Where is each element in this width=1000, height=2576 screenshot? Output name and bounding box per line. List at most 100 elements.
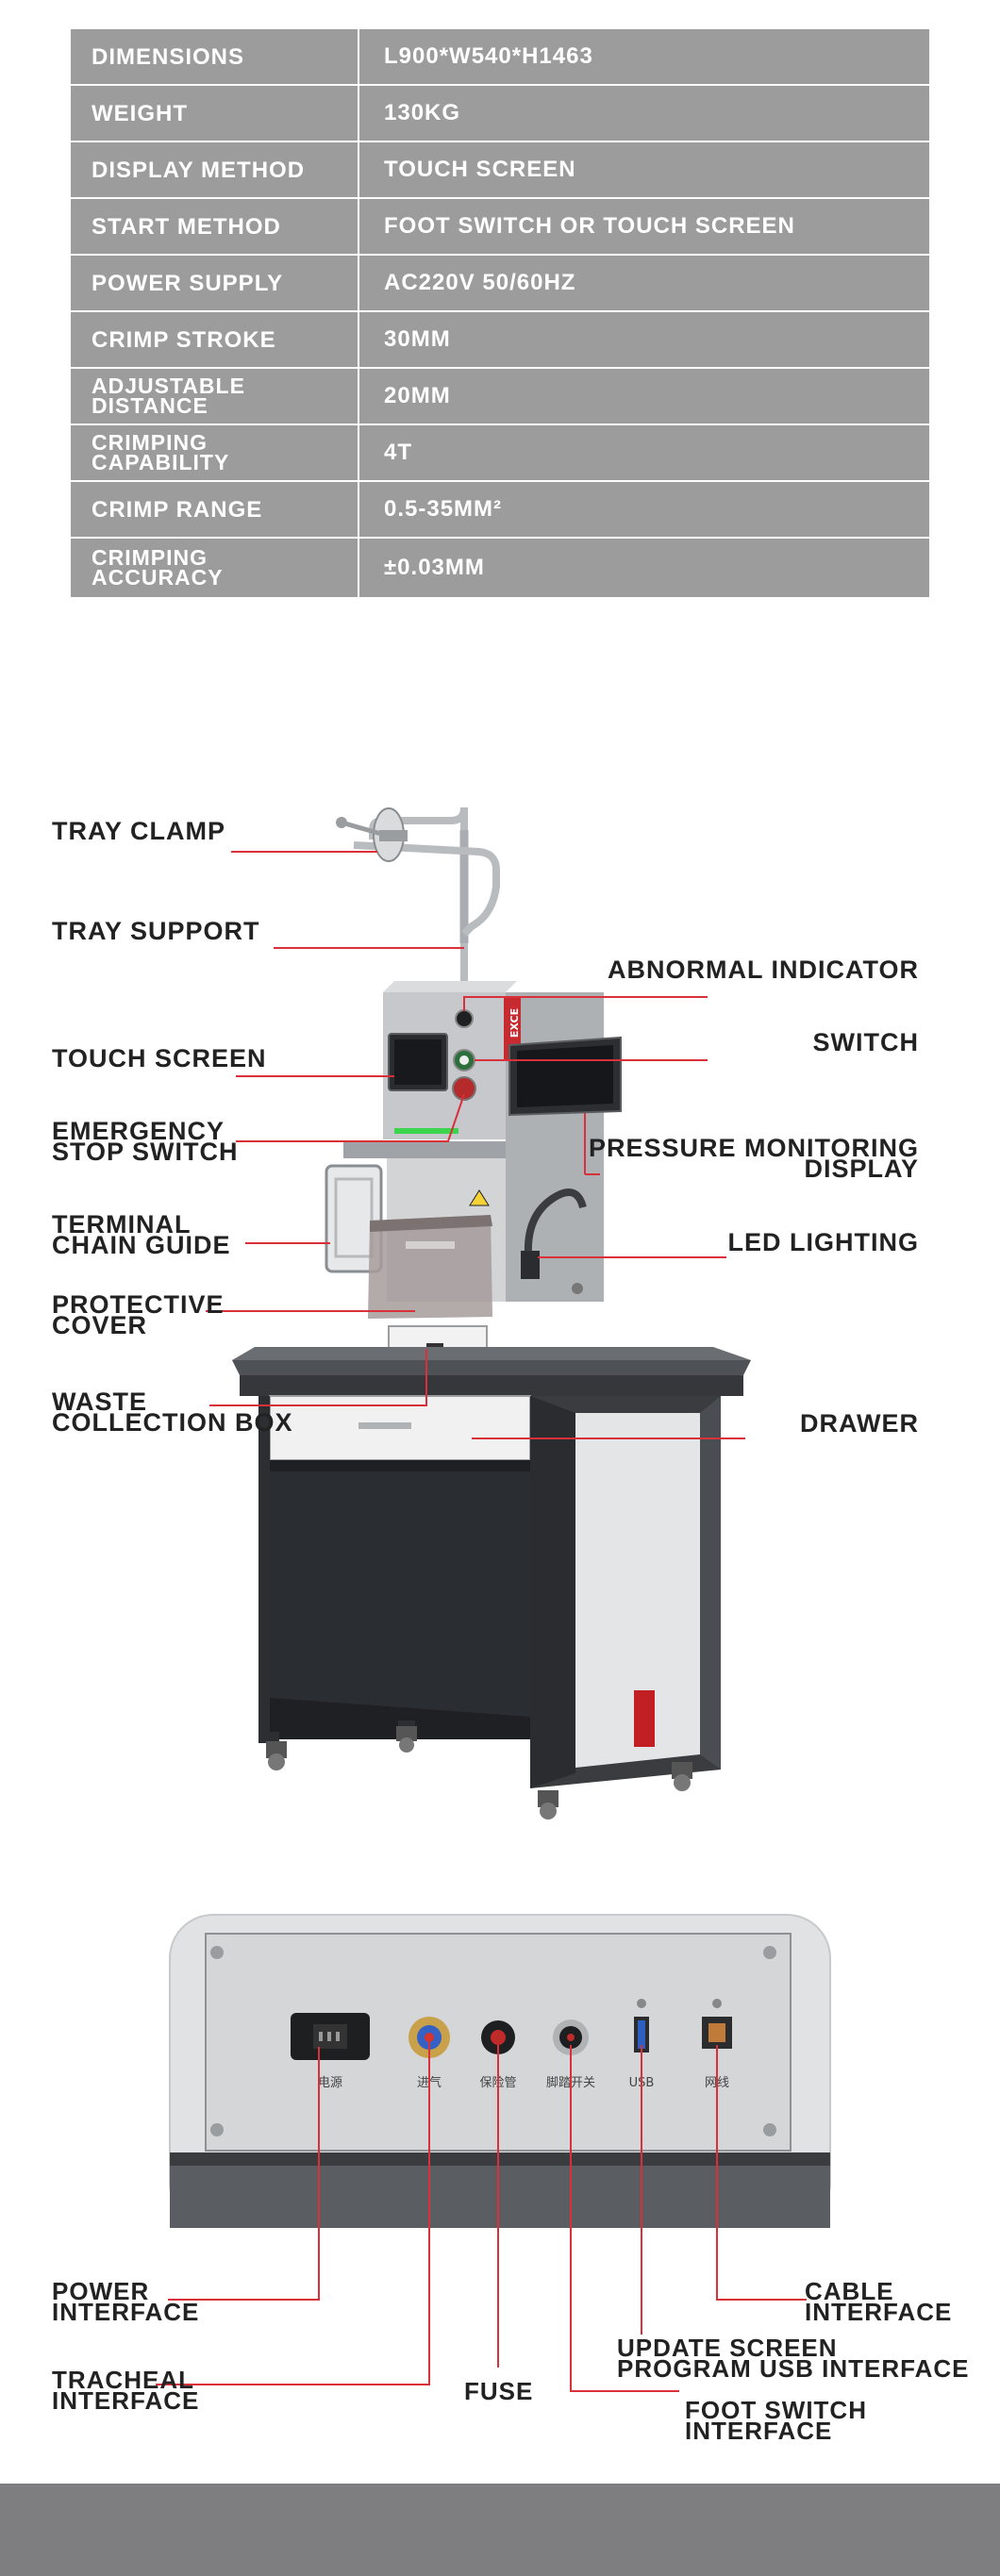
spec-row: DIMENSIONS L900*W540*H1463 <box>71 29 929 86</box>
port-label: 进气 <box>417 2075 442 2090</box>
spec-label: POWER SUPPLY <box>71 256 359 310</box>
workbench <box>232 1347 751 1820</box>
callout-tracheal-interface: TRACHEAL INTERFACE <box>52 2366 199 2413</box>
spec-value: 30MM <box>384 326 451 352</box>
machine-head <box>325 981 622 1369</box>
abnormal-indicator <box>455 1009 474 1028</box>
spec-label: START METHOD <box>71 199 359 254</box>
power-socket-icon <box>291 2013 370 2060</box>
spec-row: DISPLAY METHOD TOUCH SCREEN <box>71 142 929 199</box>
callout-tray-clamp: TRAY CLAMP <box>52 817 226 845</box>
spec-label: CRIMP STROKE <box>71 312 359 367</box>
spec-label: WEIGHT <box>71 86 359 141</box>
callout-line-text: COLLECTION BOX <box>52 1408 293 1437</box>
spec-value: AC220V 50/60HZ <box>384 270 576 295</box>
spec-row: CRIMP STROKE 30MM <box>71 312 929 369</box>
rear-panel-illustration: 电源 进气 保险管 脚踏开关 USB 网线 <box>169 1914 831 2228</box>
terminal-chain-guide <box>325 1164 383 1273</box>
spec-value: ±0.03MM <box>384 555 485 580</box>
callout-pressure-display: PRESSURE MONITORING DISPLAY <box>589 1136 919 1182</box>
spec-row: WEIGHT 130KG <box>71 86 929 142</box>
callout-emergency-stop: EMERGENCY STOP SWITCH <box>52 1119 239 1165</box>
callout-line-text: CABLE <box>805 2277 894 2305</box>
callout-line-text: EMERGENCY <box>52 1117 225 1145</box>
spec-value: FOOT SWITCH OR TOUCH SCREEN <box>384 213 795 239</box>
cabinet-red-strip <box>634 1690 655 1747</box>
footer-band <box>0 2484 1000 2576</box>
callout-line-text: TERMINAL <box>52 1210 192 1238</box>
callout-line-text: INTERFACE <box>52 2386 200 2415</box>
callout-line-text: POWER <box>52 2277 150 2305</box>
tray-clamp <box>336 807 408 862</box>
caster-wheel <box>396 1726 417 1753</box>
spec-table: DIMENSIONS L900*W540*H1463 WEIGHT 130KG … <box>71 29 929 597</box>
callout-foot-switch-interface: FOOT SWITCH INTERFACE <box>685 2398 867 2443</box>
warning-label-icon <box>469 1189 490 1206</box>
port-label: 脚踏开关 <box>546 2075 595 2090</box>
callout-line-text: INTERFACE <box>685 2417 833 2445</box>
screw-icon <box>763 1946 776 1959</box>
green-light-bar <box>394 1128 458 1134</box>
port-label: USB <box>629 2076 655 2090</box>
callout-line-text: INTERFACE <box>805 2298 953 2326</box>
callout-line-text: DISPLAY <box>804 1155 919 1183</box>
callout-drawer: DRAWER <box>800 1409 919 1438</box>
spec-row: POWER SUPPLY AC220V 50/60HZ <box>71 256 929 312</box>
screw-icon <box>210 1946 224 1959</box>
callout-terminal-chain-guide: TERMINAL CHAIN GUIDE <box>52 1212 231 1258</box>
callout-protective-cover: PROTECTIVE COVER <box>52 1292 225 1339</box>
spec-value: L900*W540*H1463 <box>384 43 593 69</box>
port-label: 电源 <box>318 2076 342 2090</box>
callout-line-text: CHAIN GUIDE <box>52 1231 231 1259</box>
callout-line-text: WASTE <box>52 1388 148 1416</box>
crimping-machine-illustration <box>232 806 751 1820</box>
foot-switch-port-icon <box>553 2019 589 2055</box>
tray-rod <box>353 841 500 937</box>
caster-wheel <box>538 1790 558 1820</box>
brand-mark: EXCE <box>508 1007 522 1039</box>
spec-label-line: ADJUSTABLE <box>92 374 245 398</box>
port-label: 网线 <box>705 2076 729 2090</box>
callout-line-text: PROGRAM USB INTERFACE <box>617 2354 970 2383</box>
spec-label: DISPLAY METHOD <box>71 142 359 197</box>
caster-wheel <box>672 1762 692 1791</box>
led-lighting-arm <box>524 1188 587 1255</box>
callout-waste-collection-box: WASTE COLLECTION BOX <box>52 1388 293 1436</box>
spec-row: CRIMP RANGE 0.5-35MM² <box>71 482 929 539</box>
callout-line-text: TRACHEAL <box>52 2366 194 2394</box>
spec-label-line: CRIMPING <box>92 430 208 455</box>
air-inlet-icon <box>408 2017 450 2058</box>
callout-line-text: COVER <box>52 1311 148 1339</box>
callout-line-text: PROTECTIVE <box>52 1290 225 1319</box>
emergency-stop-button <box>452 1076 476 1101</box>
spec-value: 0.5-35MM² <box>384 496 503 522</box>
callout-line-text: STOP SWITCH <box>52 1138 239 1166</box>
callout-update-usb: UPDATE SCREEN PROGRAM USB INTERFACE <box>617 2334 969 2381</box>
callout-line-text: UPDATE SCREEN <box>617 2334 838 2362</box>
screw-icon <box>210 2123 224 2136</box>
spec-label: DIMENSIONS <box>71 29 359 84</box>
spec-value: 20MM <box>384 383 451 408</box>
callout-line-text: INTERFACE <box>52 2298 200 2326</box>
callout-abnormal-indicator: ABNORMAL INDICATOR <box>608 956 919 984</box>
spec-label-line: CAPABILITY <box>92 450 230 474</box>
spec-value: 4T <box>384 440 413 465</box>
usb-port-icon <box>634 1999 649 2052</box>
screw-icon <box>763 2123 776 2136</box>
spec-label-line: CRIMPING <box>92 545 208 570</box>
caster-wheel <box>266 1741 287 1770</box>
spec-label-line: ACCURACY <box>92 565 224 590</box>
spec-label: CRIMP RANGE <box>71 482 359 537</box>
protective-cover <box>368 1215 492 1319</box>
callout-tray-support: TRAY SUPPORT <box>52 917 260 945</box>
callout-line-text: FOOT SWITCH <box>685 2396 867 2424</box>
callout-power-interface: POWER INTERFACE <box>52 2279 199 2324</box>
callout-fuse: FUSE <box>464 2377 534 2405</box>
spec-label-line: DISTANCE <box>92 393 208 418</box>
callout-line-text: PRESSURE MONITORING <box>588 1134 919 1162</box>
tray-support-arm <box>369 806 468 990</box>
